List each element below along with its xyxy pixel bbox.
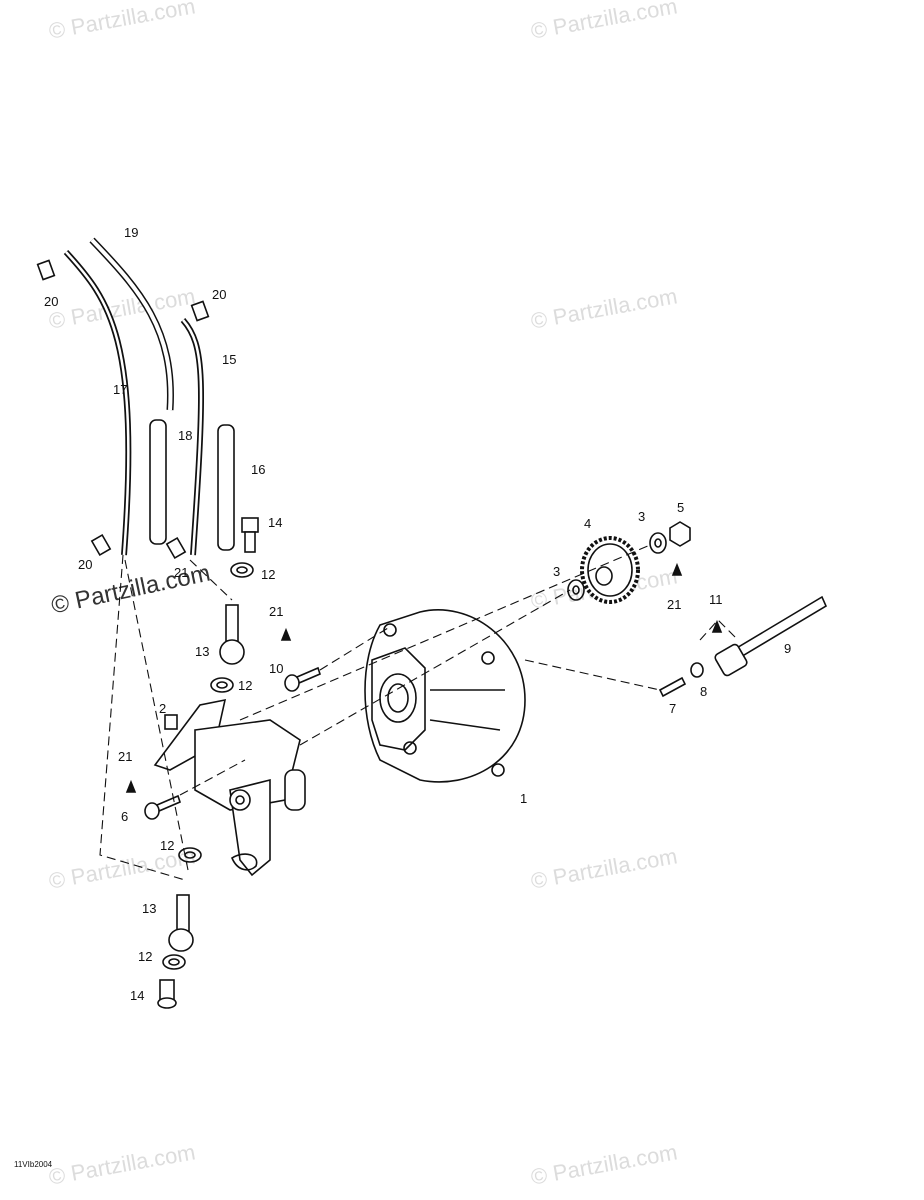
callout-number: 12 [238, 678, 252, 693]
callout-number: 1 [520, 791, 527, 806]
callout-number: 11 [709, 592, 723, 607]
callout-number: 12 [138, 949, 152, 964]
callout-number: 21 [667, 597, 681, 612]
callout-number: 10 [269, 661, 283, 676]
clamp-20 [165, 536, 187, 560]
banjo-bolt-14 [241, 517, 259, 533]
callout-number: 21 [269, 604, 283, 619]
washer-12 [178, 847, 202, 863]
bolt-14 [159, 979, 175, 1001]
callout-number: 13 [195, 644, 209, 659]
clamp-20 [190, 300, 210, 322]
hose-17 [63, 249, 132, 556]
hose-19 [89, 237, 174, 411]
fitting-13 [225, 604, 239, 644]
drawing-code: 11VIb2004 [14, 1160, 53, 1169]
hose-16 [217, 424, 235, 551]
clamp-20 [36, 259, 56, 281]
callout-number: 21 [174, 565, 188, 580]
callout-number: 14 [130, 988, 144, 1003]
washer-3 [649, 532, 667, 554]
callout-number: 20 [78, 557, 92, 572]
rotor-11 [714, 643, 748, 677]
clamp-20 [90, 533, 112, 557]
callout-number: 14 [268, 515, 282, 530]
callout-number: 3 [553, 564, 560, 579]
washer-3 [567, 579, 585, 601]
nut-5 [669, 521, 691, 547]
washer-8 [690, 662, 704, 678]
pump-cover [364, 609, 526, 783]
hose-18 [149, 419, 167, 545]
callout-number: 4 [584, 516, 591, 531]
callout-number: 7 [669, 701, 676, 716]
callout-number: 2 [159, 701, 166, 716]
callout-number: 15 [222, 352, 236, 367]
fitting-13 [176, 894, 190, 932]
callout-number: 20 [44, 294, 58, 309]
callout-number: 17 [113, 382, 127, 397]
callout-number: 21 [118, 749, 132, 764]
callout-number: 16 [251, 462, 265, 477]
oil-pump-body [153, 698, 306, 877]
drop-21 [280, 627, 292, 641]
washer-12 [210, 677, 234, 693]
drop-21 [125, 779, 137, 793]
drop-21 [671, 562, 683, 576]
callout-number: 19 [124, 225, 138, 240]
callout-number: 8 [700, 684, 707, 699]
callout-number: 5 [677, 500, 684, 515]
callout-number: 20 [212, 287, 226, 302]
callout-number: 12 [261, 567, 275, 582]
drop-21 [711, 619, 723, 633]
callout-number: 9 [784, 641, 791, 656]
callout-number: 18 [178, 428, 192, 443]
washer-12 [162, 954, 186, 970]
callout-number: 13 [142, 901, 156, 916]
pin-7 [658, 676, 687, 698]
washer-12 [230, 562, 254, 578]
callout-number: 12 [160, 838, 174, 853]
callout-number: 3 [638, 509, 645, 524]
callout-number: 6 [121, 809, 128, 824]
